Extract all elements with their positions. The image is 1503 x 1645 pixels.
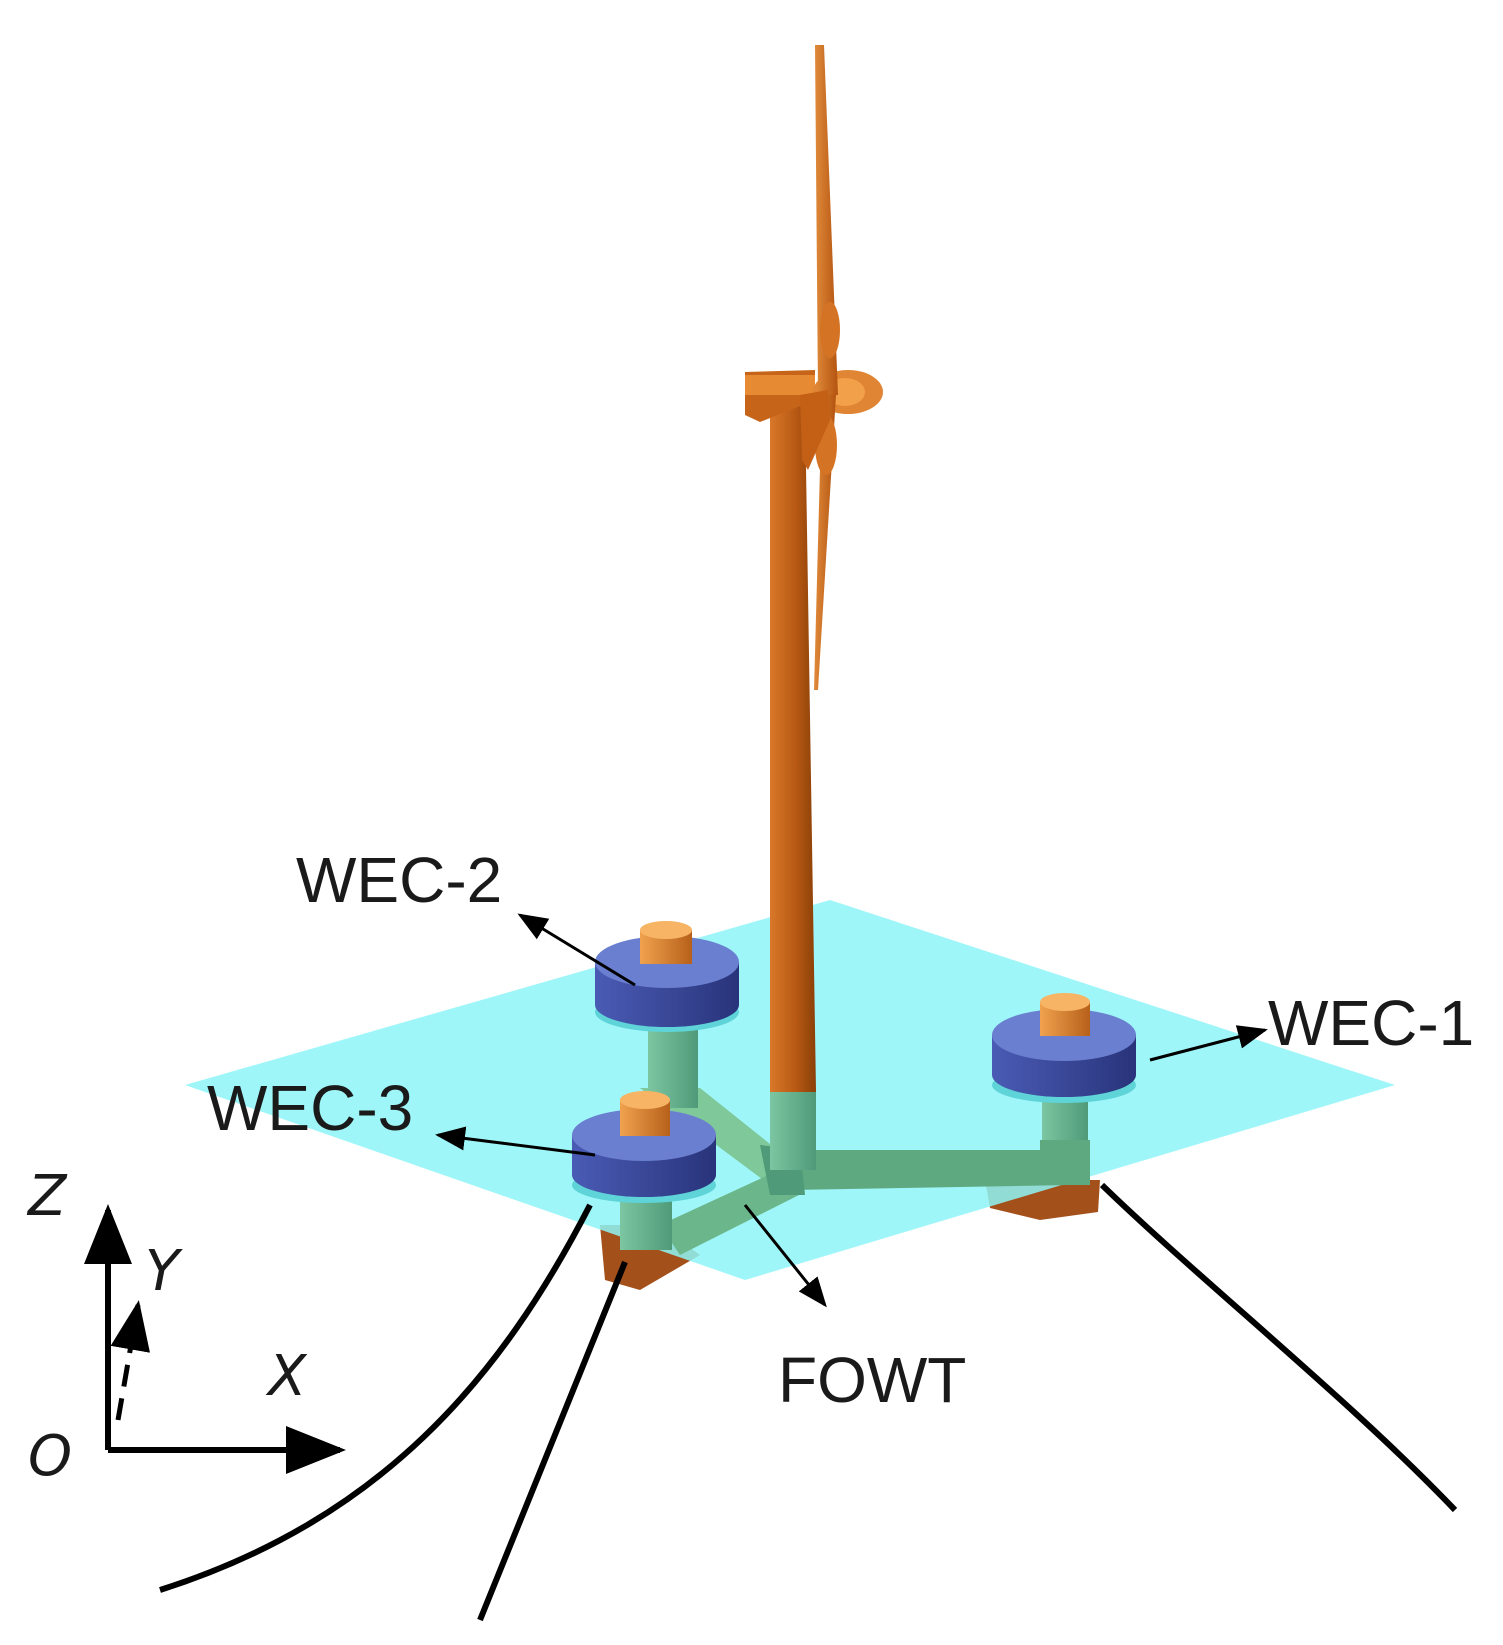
coordinate-axes: Z Y X O	[26, 1164, 346, 1489]
label-fowt: FOWT	[778, 1344, 966, 1416]
arrow-wec1	[1149, 1025, 1268, 1062]
label-wec-2: WEC-2	[296, 844, 502, 916]
rotor-nacelle	[745, 45, 883, 690]
axis-x-label: X	[265, 1344, 308, 1409]
wec-3-device	[572, 1091, 716, 1250]
origin-label: O	[28, 1424, 72, 1489]
arrow-fowt	[743, 1204, 827, 1308]
callout-arrows	[435, 913, 1268, 1308]
arrow-wec2	[517, 913, 636, 987]
wec-1-device	[992, 993, 1136, 1185]
axis-z-label: Z	[26, 1164, 68, 1229]
wec-2-device	[595, 921, 739, 1108]
mooring-line-center	[477, 1260, 628, 1622]
label-wec-1: WEC-1	[1268, 987, 1474, 1059]
axis-y	[110, 1300, 150, 1421]
label-wec-3: WEC-3	[207, 1072, 413, 1144]
mooring-lines	[159, 1182, 1458, 1622]
tower	[770, 405, 816, 1092]
mooring-line-right	[1099, 1182, 1458, 1513]
arrow-wec3	[435, 1126, 596, 1157]
central-column	[770, 1090, 816, 1170]
axis-y-label: Y	[145, 1239, 183, 1304]
mooring-line-left	[159, 1203, 593, 1593]
